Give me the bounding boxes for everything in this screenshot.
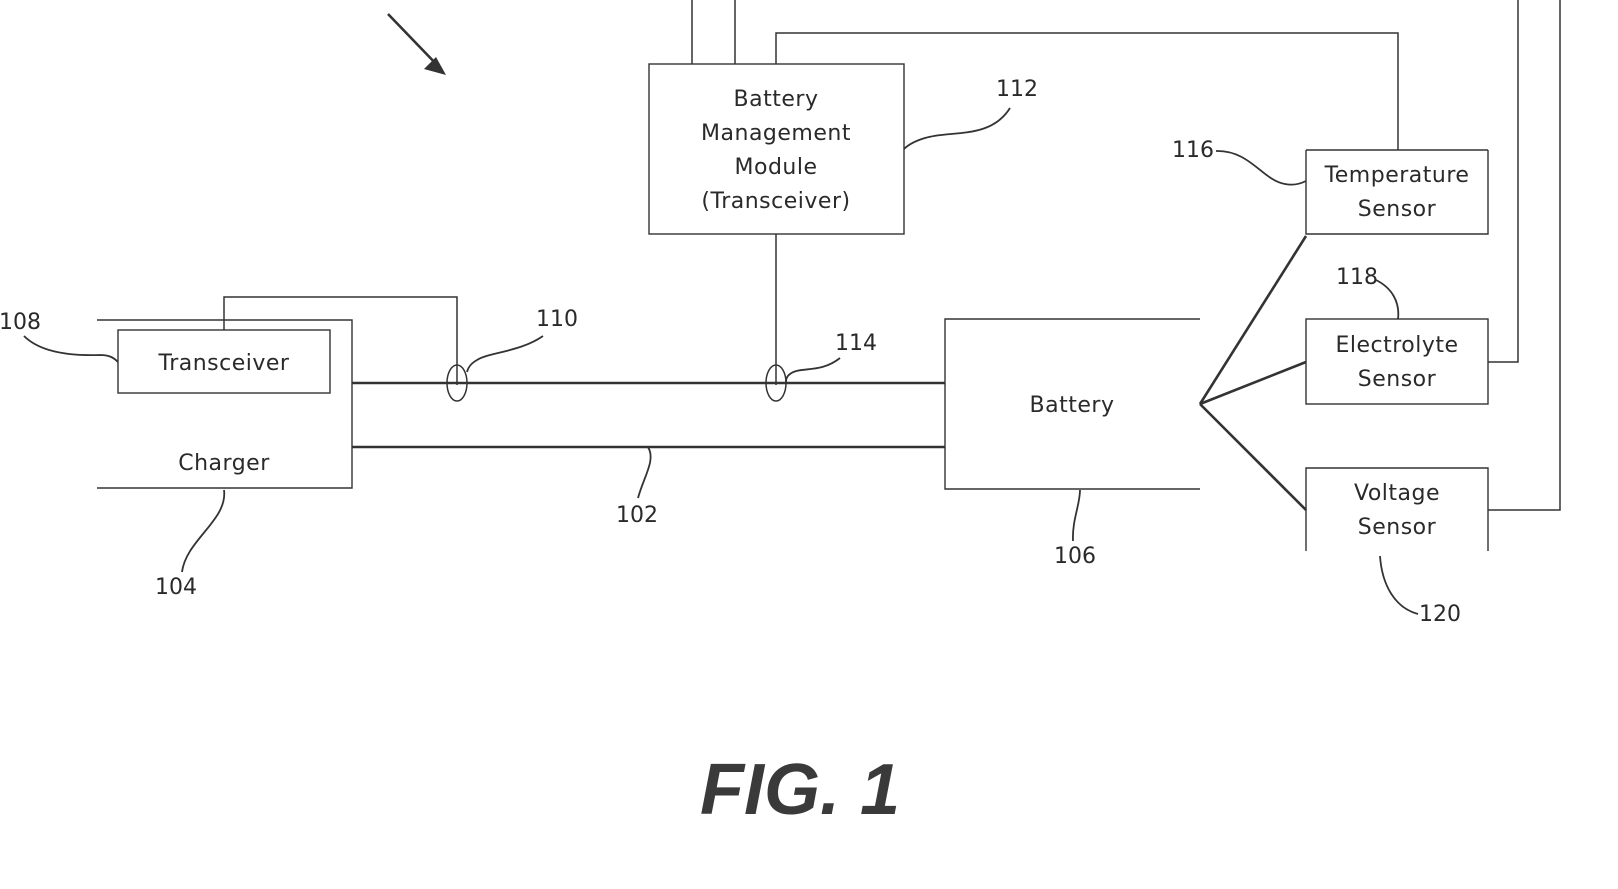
battery-management-module-box: Battery Management Module (Transceiver) [649, 64, 904, 234]
ref-118-label: 118 [1336, 265, 1378, 290]
voltage-sensor-label-2: Sensor [1358, 515, 1437, 540]
ref-102: 102 [616, 447, 658, 528]
ref-106-label: 106 [1054, 544, 1096, 569]
voltage-sensor-box: Voltage Sensor [1306, 468, 1488, 551]
ref-114: 114 [786, 331, 877, 383]
electrolyte-sensor-label-1: Electrolyte [1335, 333, 1458, 358]
temperature-sensor-box: Temperature Sensor [1306, 150, 1488, 234]
ref-104-label: 104 [155, 575, 197, 600]
battery-sensor-links [1200, 236, 1306, 510]
transceiver-box: Transceiver [118, 330, 330, 393]
battery-label: Battery [1030, 393, 1115, 418]
ref-118: 118 [1336, 265, 1398, 319]
transceiver-label: Transceiver [158, 351, 290, 376]
bmm-label-line-1: Battery [734, 87, 819, 112]
figure-caption: FIG. 1 [700, 750, 900, 830]
electrolyte-sensor-box: Electrolyte Sensor [1306, 319, 1488, 404]
ref-116-label: 116 [1172, 138, 1214, 163]
ref-108: 108 [0, 310, 118, 362]
bmm-label-line-4: (Transceiver) [701, 189, 850, 214]
ref-108-label: 108 [0, 310, 41, 335]
bmm-sensor-bus [692, 0, 1560, 510]
temperature-sensor-label-2: Sensor [1358, 197, 1437, 222]
ref-114-label: 114 [835, 331, 877, 356]
ref-116: 116 [1172, 138, 1306, 185]
ref-110: 110 [467, 307, 578, 372]
ref-110-label: 110 [536, 307, 578, 332]
ref-112-label: 112 [996, 77, 1038, 102]
temperature-sensor-label-1: Temperature [1324, 163, 1470, 188]
charger-block: Charger [97, 320, 352, 488]
figure-pointer-arrow [388, 14, 446, 75]
voltage-sensor-label-1: Voltage [1354, 481, 1440, 506]
ref-106: 106 [1054, 490, 1096, 569]
ref-120-label: 120 [1419, 602, 1461, 627]
bmm-label-line-2: Management [701, 121, 851, 146]
ref-102-label: 102 [616, 503, 658, 528]
ref-120: 120 [1380, 556, 1461, 627]
ref-104: 104 [155, 490, 224, 600]
electrolyte-sensor-label-2: Sensor [1358, 367, 1437, 392]
charger-label: Charger [178, 451, 270, 476]
bmm-label-line-3: Module [735, 155, 818, 180]
battery-block: Battery [945, 319, 1200, 489]
ref-112: 112 [904, 77, 1038, 149]
